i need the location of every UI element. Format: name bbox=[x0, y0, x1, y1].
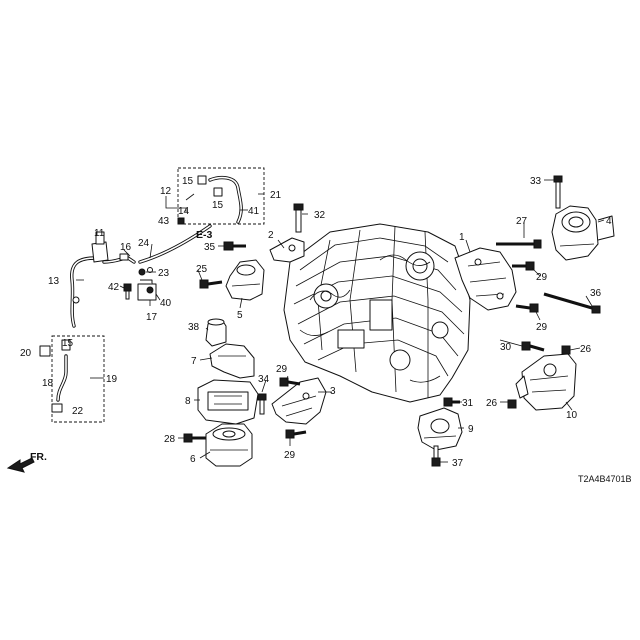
callout-43: 43 bbox=[158, 216, 170, 227]
hose-clamp-kit bbox=[177, 167, 265, 225]
callout-8: 8 bbox=[185, 396, 191, 407]
front-direction-indicator: FR. bbox=[6, 451, 47, 473]
bolt-34 bbox=[257, 393, 267, 415]
engine-side-mount bbox=[205, 423, 253, 467]
clip-40 bbox=[146, 286, 154, 294]
bolt-29-right-a bbox=[512, 261, 535, 271]
bolt-35 bbox=[223, 241, 246, 251]
bolt-33 bbox=[553, 175, 563, 209]
mount-bracket-lower bbox=[197, 379, 259, 425]
callout-29c: 29 bbox=[536, 272, 548, 283]
callout-14: 14 bbox=[178, 206, 190, 217]
lower-engine-bracket bbox=[271, 377, 327, 425]
callout-42: 42 bbox=[108, 282, 120, 293]
mount-stopper bbox=[209, 343, 255, 379]
callout-38: 38 bbox=[188, 322, 200, 333]
engine-mount-bracket bbox=[454, 247, 517, 311]
bolt-26-upper bbox=[561, 345, 571, 355]
callout-7: 7 bbox=[191, 356, 197, 367]
callout-23: 23 bbox=[158, 268, 170, 279]
callout-16: 16 bbox=[120, 242, 132, 253]
clip-14 bbox=[177, 217, 185, 225]
vacuum-hose-assembly bbox=[70, 224, 212, 328]
bolt-30 bbox=[521, 341, 545, 352]
callout-4: 4 bbox=[606, 216, 612, 227]
callout-13: 13 bbox=[48, 276, 60, 287]
bolt-27 bbox=[496, 239, 542, 249]
callout-19: 19 bbox=[106, 374, 118, 385]
callout-9: 9 bbox=[468, 424, 474, 435]
section-reference: E-3 bbox=[196, 229, 213, 241]
bolt-31 bbox=[443, 397, 460, 407]
bolt-29-upper bbox=[279, 377, 301, 387]
diagram-reference-code: T2A4B4701B bbox=[578, 474, 632, 484]
callout-29d: 29 bbox=[536, 322, 548, 333]
lower-torque-mount bbox=[417, 407, 463, 451]
side-engine-mount bbox=[551, 205, 615, 261]
callout-15b: 15 bbox=[212, 200, 224, 211]
callout-41: 41 bbox=[248, 206, 260, 217]
callout-5: 5 bbox=[237, 310, 243, 321]
callout-15a: 15 bbox=[182, 176, 194, 187]
callout-22: 22 bbox=[72, 406, 84, 417]
bolt-29-lower bbox=[285, 429, 307, 439]
callout-21: 21 bbox=[270, 190, 282, 201]
callout-20: 20 bbox=[20, 348, 32, 359]
callout-40: 40 bbox=[160, 298, 172, 309]
transmission-mount bbox=[515, 353, 577, 411]
callout-28: 28 bbox=[164, 434, 176, 445]
bolt-42 bbox=[123, 283, 132, 300]
callout-29a: 29 bbox=[276, 364, 288, 375]
bolt-25 bbox=[199, 279, 223, 289]
engine-assembly bbox=[283, 223, 471, 403]
callout-35: 35 bbox=[204, 242, 216, 253]
callout-24: 24 bbox=[138, 238, 150, 249]
callout-37: 37 bbox=[452, 458, 464, 469]
callout-25: 25 bbox=[196, 264, 208, 275]
leader-lines bbox=[76, 179, 605, 463]
callout-12: 12 bbox=[160, 186, 172, 197]
direction-label: FR. bbox=[30, 451, 47, 463]
bolt-28 bbox=[183, 433, 206, 443]
callout-32: 32 bbox=[314, 210, 326, 221]
callout-36: 36 bbox=[590, 288, 602, 299]
callout-17: 17 bbox=[146, 312, 158, 323]
callout-31: 31 bbox=[462, 398, 474, 409]
callout-26b: 26 bbox=[486, 398, 498, 409]
front-mount bbox=[225, 259, 265, 301]
callout-1: 1 bbox=[459, 232, 465, 243]
bolt-36 bbox=[543, 292, 601, 314]
callout-15c: 15 bbox=[62, 338, 74, 349]
insulator-cushion bbox=[205, 318, 227, 347]
upper-small-bracket bbox=[269, 237, 305, 263]
callout-33: 33 bbox=[530, 176, 542, 187]
callout-2: 2 bbox=[268, 230, 274, 241]
callout-30: 30 bbox=[500, 342, 512, 353]
callout-34: 34 bbox=[258, 374, 270, 385]
callout-26a: 26 bbox=[580, 344, 592, 355]
bolt-26-lower bbox=[507, 399, 517, 409]
callout-11: 11 bbox=[94, 228, 105, 239]
clip-23 bbox=[138, 268, 146, 276]
callout-numbers: 1 2 3 4 5 6 7 8 9 10 11 12 13 14 15 15 1… bbox=[20, 176, 612, 469]
callout-27: 27 bbox=[516, 216, 528, 227]
callout-3: 3 bbox=[330, 386, 336, 397]
bolt-32 bbox=[293, 203, 304, 233]
bolt-29-right-b bbox=[515, 303, 539, 313]
callout-10: 10 bbox=[566, 410, 578, 421]
hose-set-19 bbox=[39, 335, 105, 423]
callout-18: 18 bbox=[42, 378, 54, 389]
callout-29b: 29 bbox=[284, 450, 296, 461]
callout-6: 6 bbox=[190, 454, 196, 465]
